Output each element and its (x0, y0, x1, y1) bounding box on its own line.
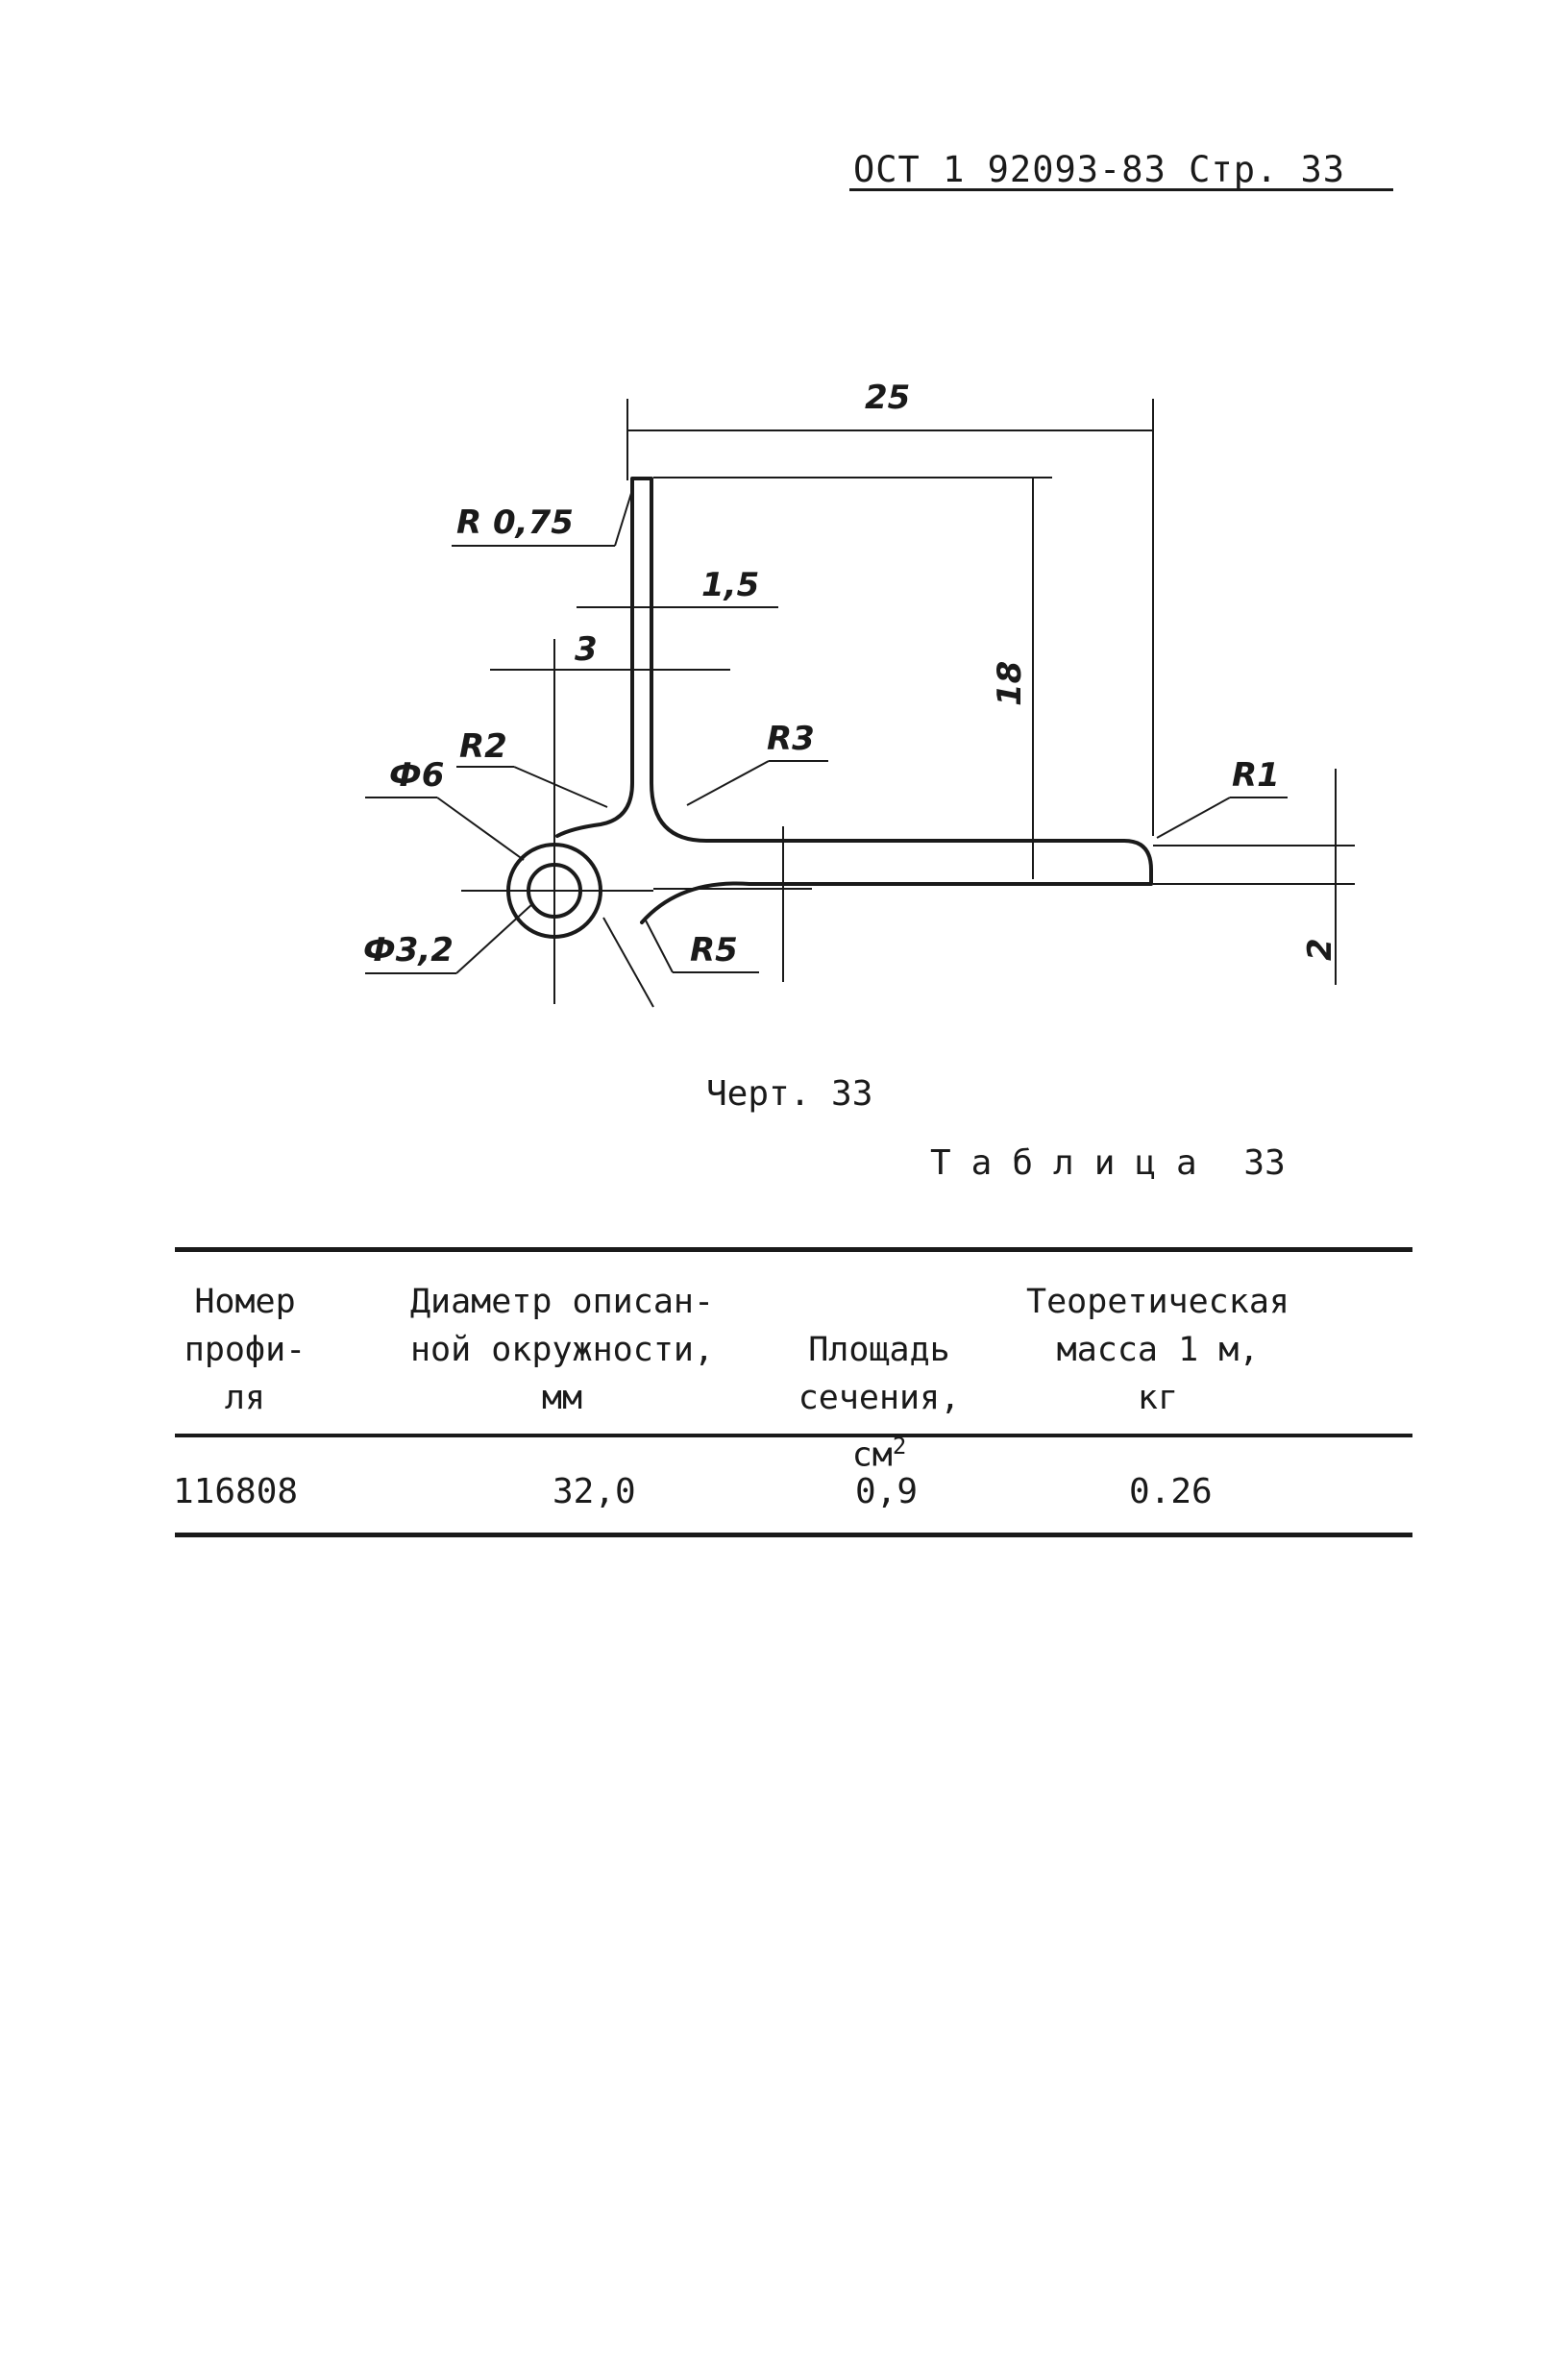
label-3: 3 (575, 630, 598, 669)
label-r5: R5 (690, 931, 738, 969)
header-diameter: Диаметр описан- ной окружности, мм (409, 1283, 715, 1417)
header-profile-number: Номер профи- ля (184, 1283, 307, 1417)
drawing-caption: Черт. 33 (706, 1074, 873, 1114)
table-title: Таблица 33 (930, 1143, 1286, 1183)
label-25: 25 (865, 379, 910, 417)
table-top-rule (175, 1247, 1412, 1252)
cell-diameter: 32,0 (552, 1472, 636, 1511)
label-r1: R1 (1232, 756, 1280, 795)
label-r2: R2 (459, 727, 507, 766)
header-underline (849, 188, 1393, 191)
label-18: 18 (991, 661, 1029, 706)
label-phi6: Ф6 (389, 756, 444, 795)
header-area: Площадь сечения, см2 (774, 1278, 985, 1480)
table-bottom-rule (175, 1533, 1412, 1537)
label-2: 2 (1301, 938, 1339, 961)
label-r3: R3 (767, 720, 815, 758)
profile-outline (555, 477, 1153, 924)
table-title-word: Таблица (930, 1143, 1217, 1183)
table-title-number: 33 (1243, 1143, 1286, 1183)
table-header-rule (175, 1434, 1412, 1437)
header-mass: Теоретическая масса 1 м, кг (1026, 1283, 1289, 1417)
label-r075: R 0,75 (456, 503, 574, 542)
cell-profile: 116808 (173, 1472, 299, 1511)
cell-area: 0,9 (855, 1472, 919, 1511)
page-header: ОСТ 1 92093-83 Стр. 33 (853, 149, 1346, 190)
label-1-5: 1,5 (701, 566, 759, 604)
profile-drawing: R 0,75 25 1,5 3 18 R2 R3 R1 Ф6 Ф3,2 R5 2 (363, 379, 1355, 1008)
cell-mass: 0.26 (1129, 1472, 1213, 1511)
header-area-sup: 2 (892, 1433, 907, 1460)
label-phi3-2: Ф3,2 (363, 931, 454, 969)
header-area-label: Площадь сечения, см (798, 1331, 961, 1475)
